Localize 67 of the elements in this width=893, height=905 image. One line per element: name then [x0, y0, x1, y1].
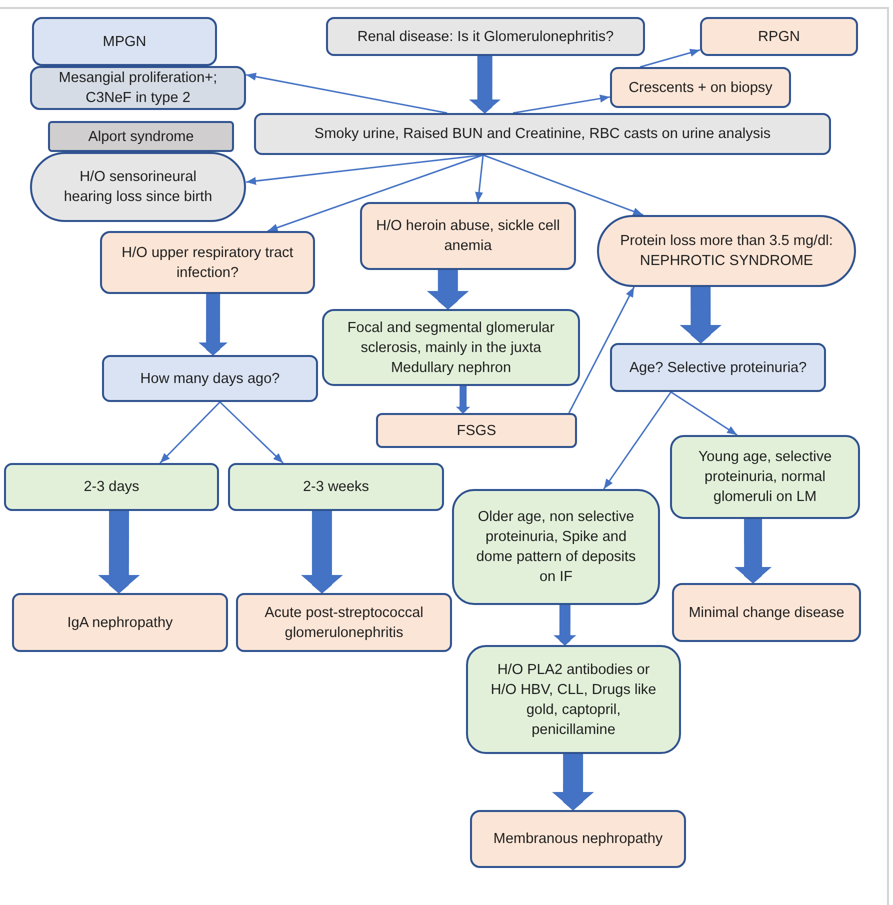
arrow [475, 154, 484, 202]
node-label: H/O PLA2 antibodies or H/O HBV, CLL, Drugs like gold, captopril, penicillamine [490, 660, 658, 740]
process-box [4, 463, 219, 511]
arrow [568, 286, 635, 414]
process-box [102, 355, 318, 402]
arrow [640, 48, 700, 68]
block-arrow [98, 511, 140, 593]
arrow [246, 72, 448, 114]
process-box [466, 645, 681, 754]
process-box [470, 810, 686, 868]
arrow [160, 401, 220, 464]
process-box [30, 66, 246, 110]
node-label: MPGN [102, 32, 146, 52]
node-label: Renal disease: Is it Glomerulonephritis? [357, 28, 614, 46]
node-label: Smoky urine, Raised BUN and Creatinine, RBC casts on urine analysis [314, 125, 771, 144]
process-box [610, 343, 826, 392]
block-arrow [680, 286, 722, 344]
node-label: Focal and segmental glomerular sclerosis, mainly in the juxta Medullary nephron [346, 318, 556, 378]
block-arrow [553, 604, 576, 645]
process-box [236, 593, 452, 652]
node-label: Crescents + on biopsy [628, 78, 772, 98]
node-label: Mesangial proliferation+; C3NeF in type 2 [58, 69, 218, 108]
process-box [452, 489, 660, 605]
process-box [610, 67, 791, 108]
node-label: Alport syndrome [88, 128, 194, 146]
process-box [254, 113, 831, 155]
arrow [670, 391, 738, 436]
block-arrow [469, 56, 501, 113]
node-label: IgA nephropathy [67, 614, 173, 632]
node-label: H/O upper respiratory tract infection? [120, 244, 294, 282]
process-box [228, 463, 444, 511]
process-box [12, 593, 228, 652]
process-box [700, 17, 858, 56]
process-box [322, 309, 580, 386]
block-arrow [300, 511, 343, 593]
node-label: RPGN [758, 28, 800, 46]
block-arrow [426, 270, 469, 309]
process-box [360, 202, 576, 270]
block-arrow [456, 386, 470, 414]
node-label: Minimal change disease [688, 604, 844, 622]
node-label: 2-3 days [84, 478, 140, 497]
arrow [219, 401, 284, 464]
block-arrow [734, 519, 772, 583]
process-box [48, 121, 234, 152]
node-label: Membranous nephropathy [493, 830, 663, 849]
arrow [482, 154, 644, 216]
block-arrow [198, 294, 228, 355]
arrow [603, 392, 672, 490]
process-box [100, 231, 315, 294]
process-box [670, 435, 860, 519]
node-label: H/O sensorineural hearing loss since birth [62, 168, 214, 207]
arrow [512, 94, 610, 114]
process-box [376, 413, 577, 448]
node-label: Age? Selective proteinuria? [629, 358, 807, 378]
node-label: Young age, selective proteinuria, normal glomeruli on LM [697, 448, 833, 507]
node-label: Older age, non selective proteinuria, Spike and dome pattern of deposits on IF [475, 508, 637, 587]
node-label: 2-3 weeks [302, 478, 370, 497]
node-label: How many days ago? [140, 370, 280, 388]
node-label: H/O heroin abuse, sickle cell anemia [375, 217, 561, 256]
process-box [672, 583, 861, 642]
node-label: Acute post-streptococcal glomerulonephritis [264, 604, 424, 642]
arrow [267, 154, 484, 232]
node-label: Protein loss more than 3.5 mg/dl: NEPHROTIC SYNDROME [619, 232, 834, 271]
block-arrow [552, 754, 594, 810]
process-box [32, 17, 217, 66]
process-box [326, 17, 645, 56]
node-label: FSGS [456, 422, 496, 440]
